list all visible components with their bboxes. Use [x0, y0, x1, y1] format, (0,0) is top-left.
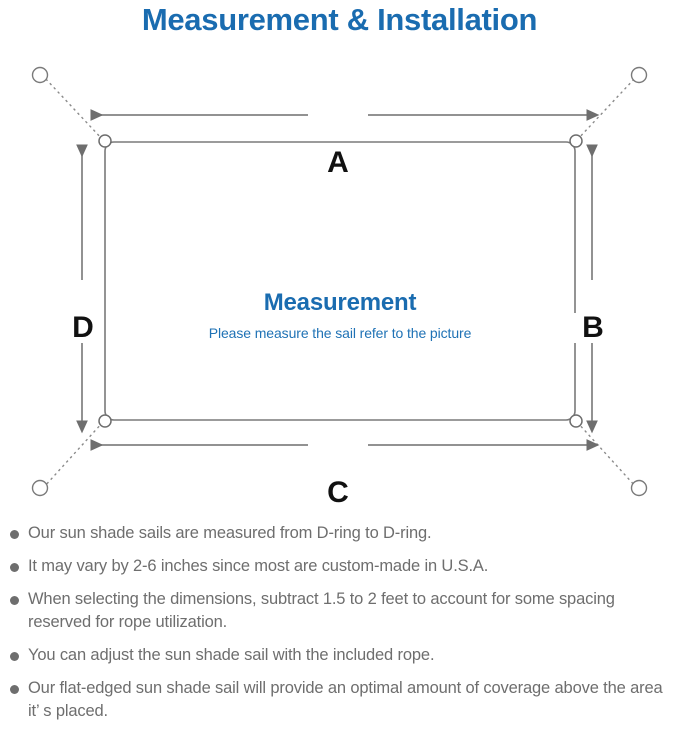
anchor-point-top-left — [31, 66, 49, 84]
list-item: It may vary by 2-6 inches since most are… — [0, 555, 679, 578]
note-text: Our flat-edged sun shade sail will provi… — [28, 679, 663, 720]
d-ring-bottom-right — [569, 414, 583, 428]
d-ring-bottom-left — [98, 414, 112, 428]
page-title: Measurement & Installation — [141, 2, 538, 37]
rope-bottom-right — [576, 421, 637, 488]
rope-top-left — [43, 76, 104, 141]
measurement-diagram: A C D B Measurement Please measure the s… — [0, 50, 679, 510]
note-text: You can adjust the sun shade sail with t… — [28, 646, 435, 664]
d-ring-top-left — [98, 134, 112, 148]
anchor-point-top-right — [630, 66, 648, 84]
notes-list: Our sun shade sails are measured from D-… — [0, 522, 679, 733]
note-text: It may vary by 2-6 inches since most are… — [28, 557, 489, 575]
dimension-label-c: C — [308, 478, 368, 508]
note-text: Our sun shade sails are measured from D-… — [28, 524, 432, 542]
rope-bottom-left — [43, 421, 104, 488]
dimension-label-d: D — [62, 313, 104, 343]
bullet-icon — [10, 685, 19, 694]
measurement-diagram-svg — [31, 66, 648, 497]
list-item: Our sun shade sails are measured from D-… — [0, 522, 679, 545]
dimension-label-a: A — [308, 148, 368, 178]
d-ring-top-right — [569, 134, 583, 148]
bullet-icon — [10, 652, 19, 661]
list-item: When selecting the dimensions, subtract … — [0, 588, 679, 634]
sail-body — [104, 141, 576, 421]
note-text: When selecting the dimensions, subtract … — [28, 590, 615, 631]
anchor-point-bottom-right — [630, 479, 648, 497]
rope-top-right — [576, 76, 637, 141]
bullet-icon — [10, 563, 19, 572]
dimension-label-b: B — [572, 313, 614, 343]
list-item: Our flat-edged sun shade sail will provi… — [0, 677, 679, 723]
anchor-point-bottom-left — [31, 479, 49, 497]
list-item: You can adjust the sun shade sail with t… — [0, 644, 679, 667]
bullet-icon — [10, 530, 19, 539]
bullet-icon — [10, 596, 19, 605]
